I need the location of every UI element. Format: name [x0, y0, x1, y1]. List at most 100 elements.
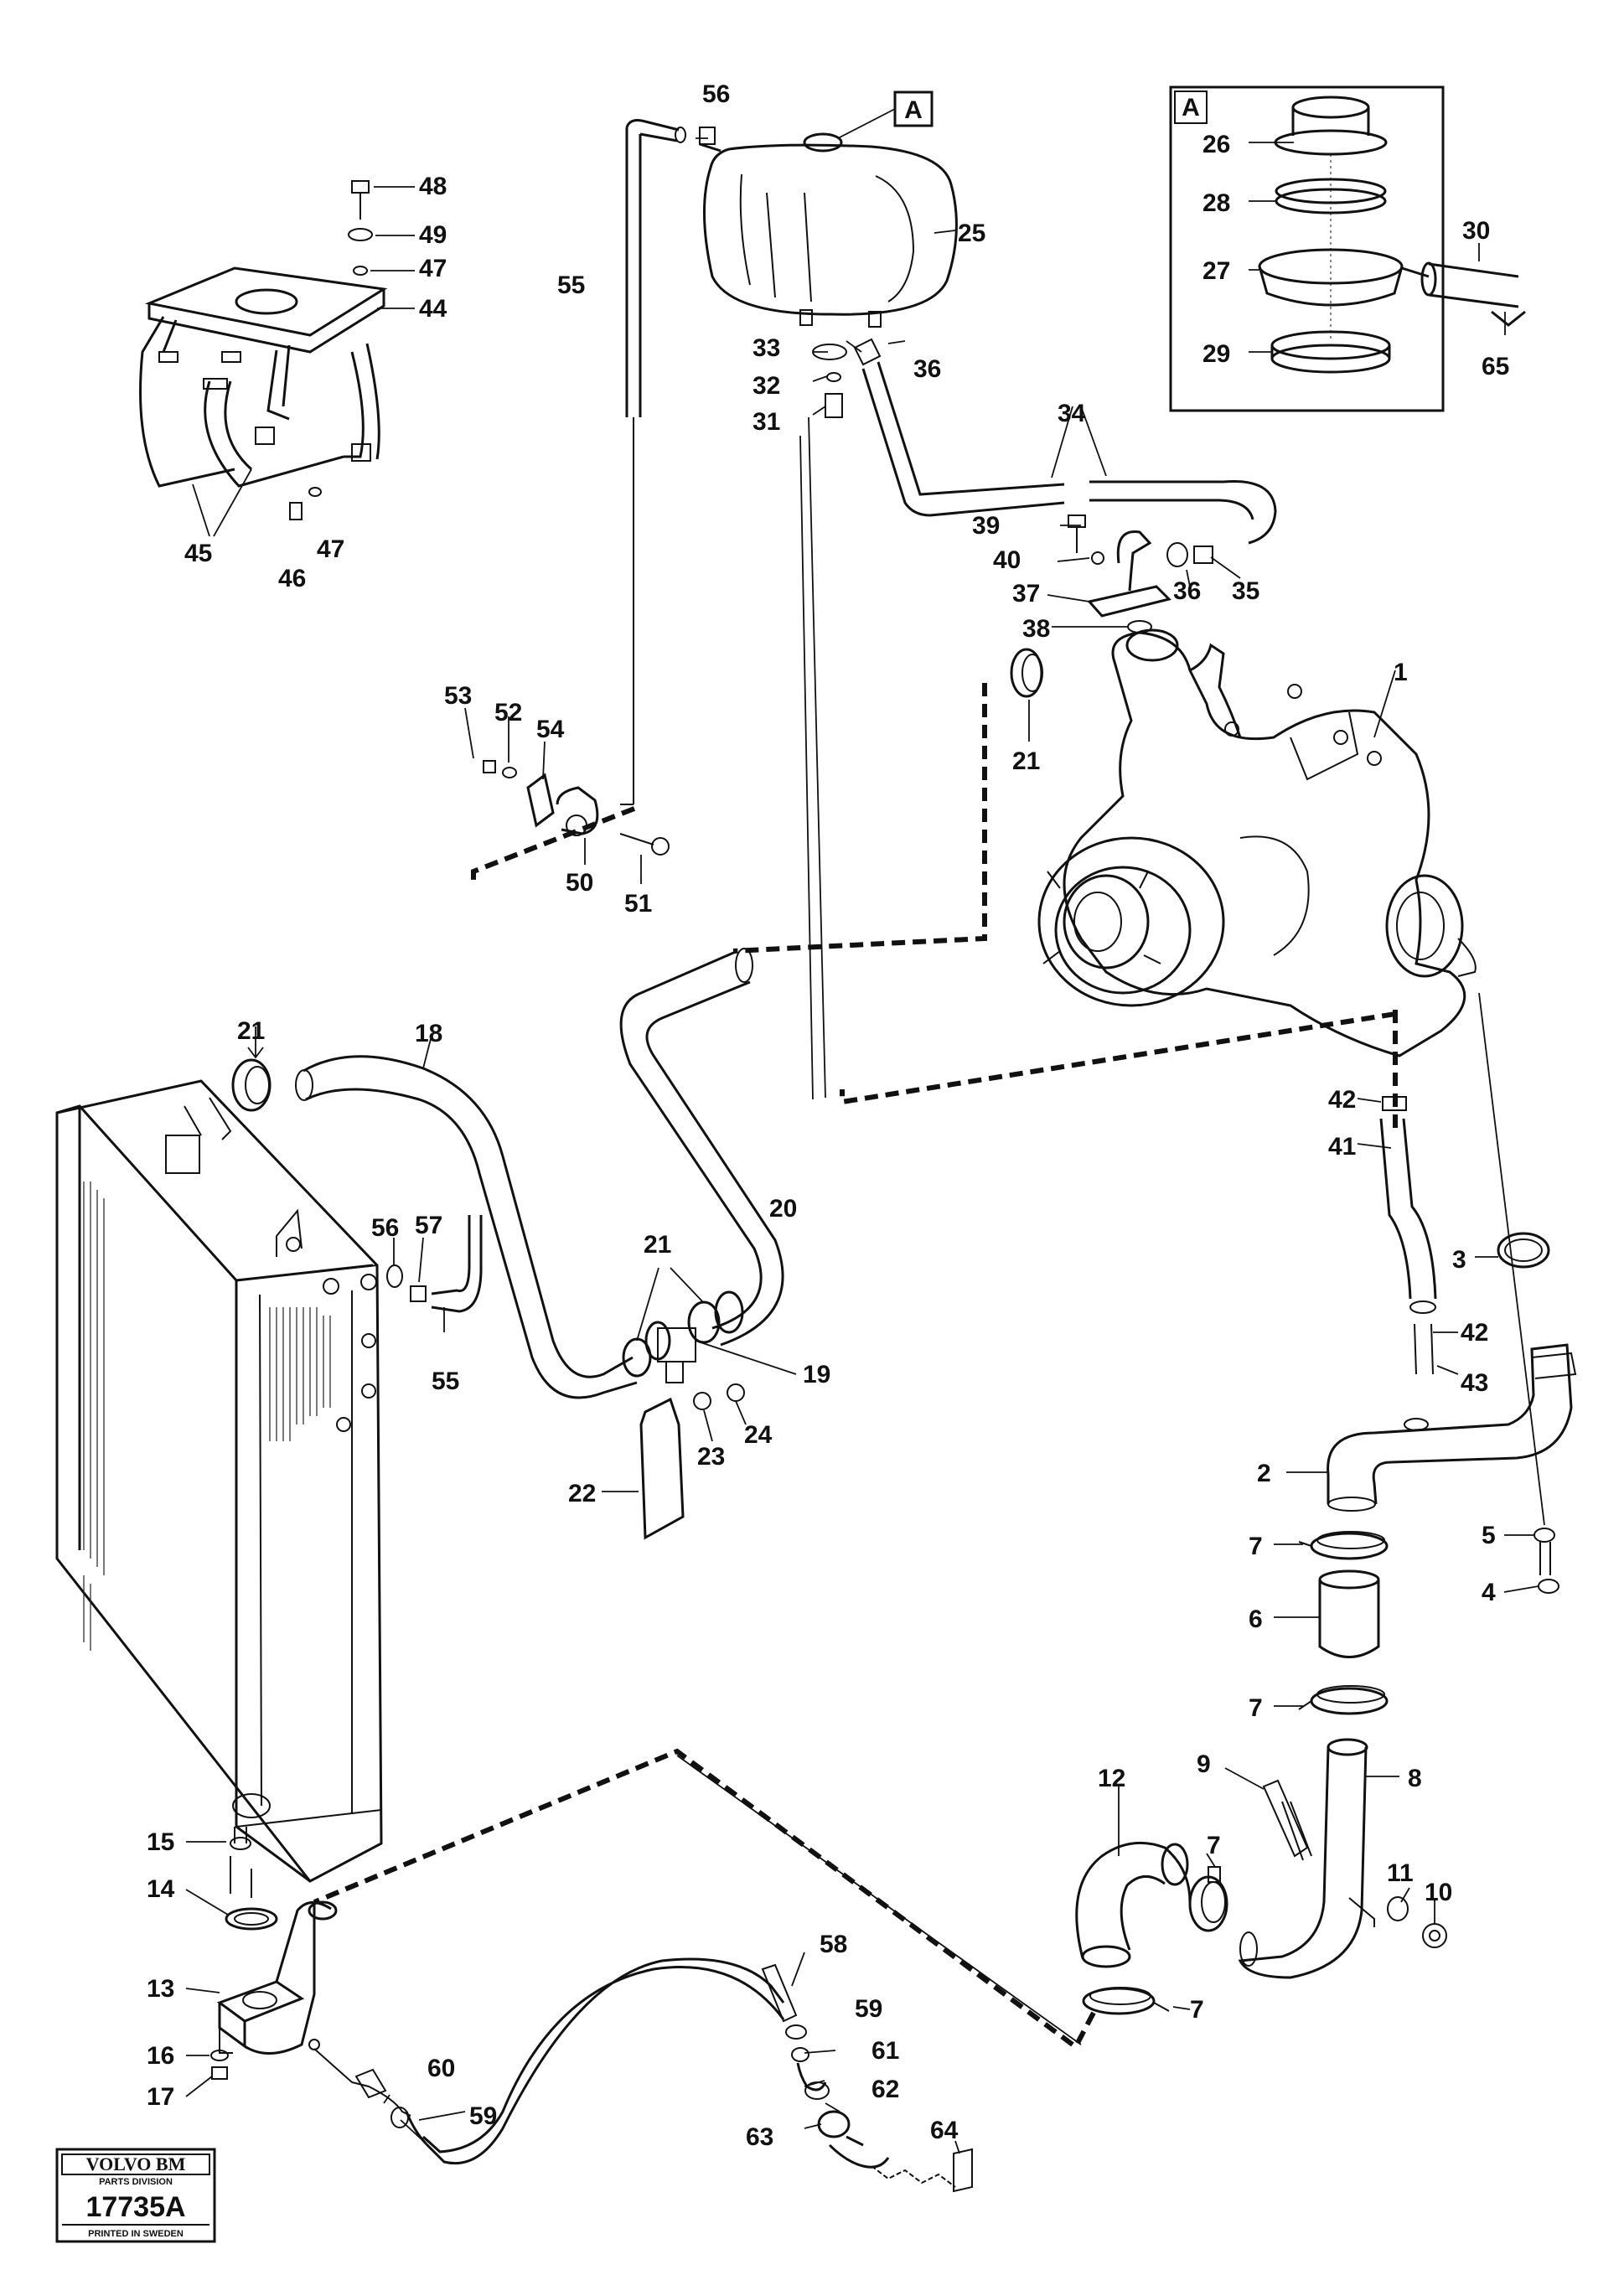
part-number-labels: 1 2 3 4 5 6 7 7 7 7 8 9 10 11 12 13 14 1…: [147, 80, 1509, 2151]
part-label-11: 11: [1387, 1859, 1414, 1887]
part-label-4: 4: [1482, 1579, 1496, 1606]
part-label-38: 38: [1022, 615, 1050, 643]
volvo-bm-stamp: VOLVO BM PARTS DIVISION 17735A PRINTED I…: [55, 2148, 216, 2243]
part-label-34: 34: [1058, 400, 1086, 427]
part-label-21b: 21: [644, 1231, 671, 1259]
part-label-50: 50: [566, 869, 593, 897]
overflow-pipe: [1420, 261, 1526, 327]
part-label-40: 40: [993, 546, 1021, 574]
stamp-printed: PRINTED IN SWEDEN: [88, 2229, 184, 2239]
part-label-64: 64: [930, 2117, 959, 2144]
lower-pipe: [1238, 1738, 1375, 1979]
part-label-45: 45: [184, 540, 212, 567]
pipe-bracket-bolt: [1262, 1779, 1312, 1861]
stamp-division: PARTS DIVISION: [99, 2177, 173, 2187]
part-label-25: 25: [958, 220, 985, 247]
part-label-61: 61: [871, 2037, 899, 2065]
part-label-32: 32: [753, 372, 780, 400]
routing-dash-clip: [471, 806, 636, 880]
tank-bracket: [139, 266, 388, 488]
part-label-37: 37: [1012, 580, 1040, 608]
pump-hose-clamp: [1010, 648, 1043, 698]
part-label-10: 10: [1425, 1879, 1452, 1906]
part-label-42a: 42: [1328, 1086, 1356, 1114]
part-label-46: 46: [278, 565, 306, 592]
part-label-29: 29: [1202, 340, 1230, 368]
hose-clip: [483, 760, 670, 856]
part-label-3: 3: [1452, 1246, 1466, 1274]
part-label-15: 15: [147, 1828, 174, 1856]
thermostat-housing: [1063, 628, 1466, 1057]
part-label-42b: 42: [1461, 1319, 1488, 1347]
water-pump: [1037, 836, 1477, 1007]
part-label-49: 49: [419, 221, 447, 249]
part-label-17: 17: [147, 2083, 174, 2111]
part-label-52: 52: [494, 699, 522, 726]
part-label-58: 58: [820, 1931, 847, 1958]
radiator-hose-clamp: [231, 1058, 272, 1112]
part-label-54: 54: [536, 716, 565, 743]
stamp-brand: VOLVO BM: [86, 2153, 186, 2174]
part-label-14: 14: [147, 1875, 175, 1903]
routing-dash-upper: [732, 683, 987, 954]
detail-a-box-marker: A: [1182, 94, 1200, 122]
part-label-18: 18: [415, 1020, 442, 1047]
part-label-31: 31: [753, 408, 780, 436]
part-label-30: 30: [1462, 217, 1490, 245]
part-label-39: 39: [972, 512, 1000, 540]
part-label-23: 23: [697, 1443, 725, 1471]
part-label-19: 19: [803, 1361, 830, 1388]
part-label-22: 22: [568, 1480, 596, 1507]
hose-clamps-center: [622, 1290, 744, 1383]
filler-neck: [1258, 248, 1430, 307]
part-label-56b: 56: [371, 1214, 399, 1242]
upper-hose: [619, 948, 784, 1347]
part-label-26: 26: [1202, 131, 1230, 158]
part-label-47b: 47: [317, 535, 344, 563]
part-label-24: 24: [744, 1421, 773, 1449]
coolant-pipe: [1327, 1343, 1577, 1512]
part-label-27: 27: [1202, 257, 1230, 285]
part-label-36a: 36: [913, 355, 941, 383]
overflow-hose: [620, 119, 686, 805]
elbow-hose: [1075, 1841, 1228, 2015]
hose-support-bracket: [639, 1383, 745, 1540]
part-label-7a: 7: [1249, 1533, 1263, 1560]
o-ring: [1497, 1232, 1550, 1269]
pipe-clamps-and-sleeve: [1298, 1531, 1389, 1715]
part-label-57: 57: [415, 1212, 442, 1239]
part-label-21a: 21: [237, 1017, 265, 1045]
part-label-16: 16: [147, 2042, 174, 2070]
part-label-62: 62: [871, 2076, 899, 2103]
part-label-63: 63: [746, 2123, 773, 2151]
routing-dash-pump: [840, 1010, 1398, 1131]
part-label-53: 53: [444, 682, 472, 710]
part-label-9: 9: [1197, 1750, 1211, 1778]
detail-a-callout-marker: A: [904, 96, 923, 124]
part-label-5: 5: [1482, 1522, 1496, 1549]
outlet-fittings: [1068, 514, 1213, 633]
part-label-13: 13: [147, 1975, 174, 2003]
part-label-20: 20: [769, 1195, 797, 1223]
vent-hose: [861, 361, 1277, 545]
radiator-core-hatching: [83, 1181, 331, 1651]
part-label-65: 65: [1482, 353, 1509, 380]
part-label-6: 6: [1249, 1605, 1263, 1633]
part-label-1: 1: [1394, 659, 1408, 686]
bypass-hose: [1379, 1096, 1437, 1375]
part-label-2: 2: [1257, 1460, 1271, 1487]
radiator-hose: [295, 1055, 638, 1399]
part-label-21c: 21: [1012, 747, 1040, 775]
stamp-number: 17735A: [85, 2191, 185, 2223]
part-label-56a: 56: [702, 80, 730, 108]
expansion-tank: [699, 132, 958, 328]
part-label-7d: 7: [1190, 1996, 1204, 2024]
part-label-48: 48: [419, 173, 447, 200]
part-label-59a: 59: [855, 1995, 882, 2023]
part-label-43: 43: [1461, 1369, 1488, 1397]
part-label-7c: 7: [1207, 1832, 1221, 1859]
overflow-fittings: [386, 1215, 483, 1313]
part-label-36b: 36: [1173, 577, 1201, 605]
detail-a-box: A: [1169, 85, 1526, 412]
